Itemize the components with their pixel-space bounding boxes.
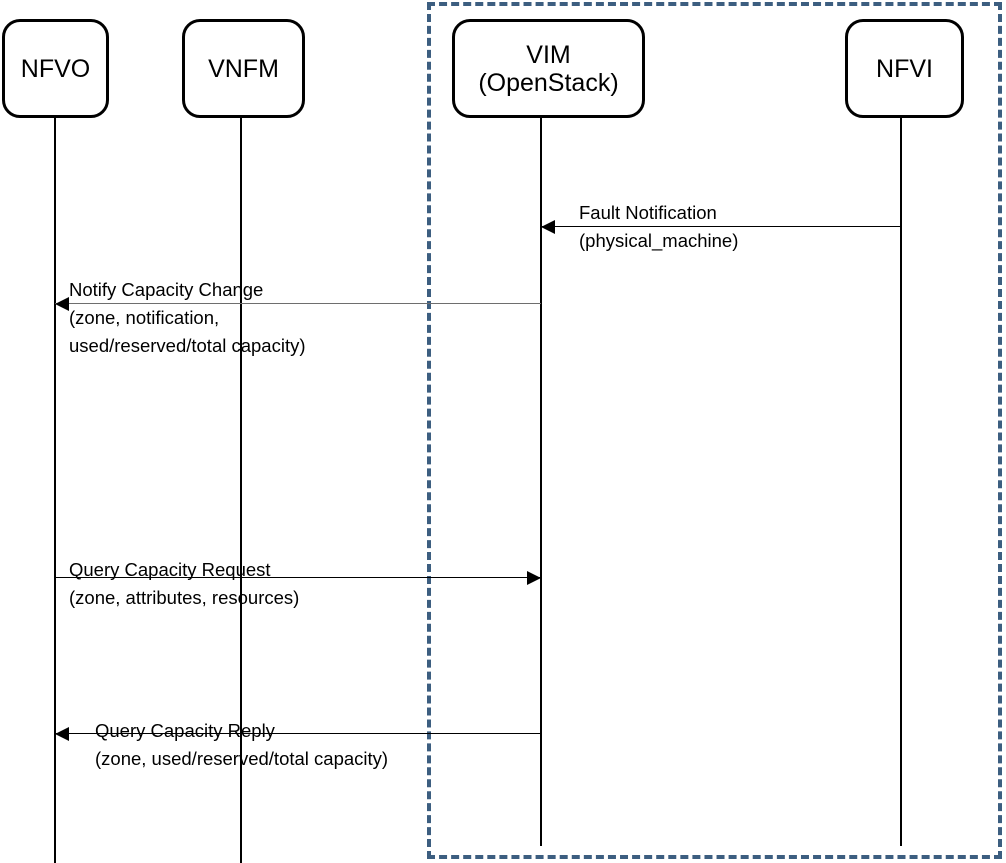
actor-label-nfvi: NFVI — [876, 54, 933, 83]
nfv-domain-boundary — [427, 2, 1002, 859]
lifeline-nfvi — [900, 118, 902, 846]
actor-label-vnfm: VNFM — [208, 54, 279, 83]
arrow-head-notify-capacity-change — [55, 297, 69, 311]
lifeline-vnfm — [240, 118, 242, 863]
actor-box-nfvo[interactable]: NFVO — [2, 19, 109, 118]
message-label-query-capacity-request: Query Capacity Request (zone, attributes… — [69, 559, 300, 609]
arrow-head-fault-notification — [541, 220, 555, 234]
actor-box-nfvi[interactable]: NFVI — [845, 19, 964, 118]
lifeline-vim — [540, 118, 542, 846]
actor-label-vim: VIM (OpenStack) — [478, 40, 619, 97]
message-label-notify-capacity-change: Notify Capacity Change (zone, notificati… — [69, 279, 306, 357]
actor-box-vnfm[interactable]: VNFM — [182, 19, 305, 118]
arrow-head-query-capacity-reply — [55, 727, 69, 741]
message-line-notify-capacity-change[interactable] — [55, 303, 541, 304]
actor-label-nfvo: NFVO — [20, 54, 91, 83]
actor-box-vim[interactable]: VIM (OpenStack) — [452, 19, 645, 118]
message-label-query-capacity-reply: Query Capacity Reply (zone, used/reserve… — [95, 720, 389, 770]
lifeline-nfvo — [54, 118, 56, 863]
message-line-fault-notification[interactable] — [541, 226, 901, 227]
message-line-query-capacity-reply[interactable] — [55, 733, 541, 734]
arrow-head-query-capacity-request — [527, 571, 541, 585]
message-label-fault-notification: Fault Notification (physical_machine) — [579, 202, 739, 252]
message-line-query-capacity-request[interactable] — [55, 577, 541, 578]
